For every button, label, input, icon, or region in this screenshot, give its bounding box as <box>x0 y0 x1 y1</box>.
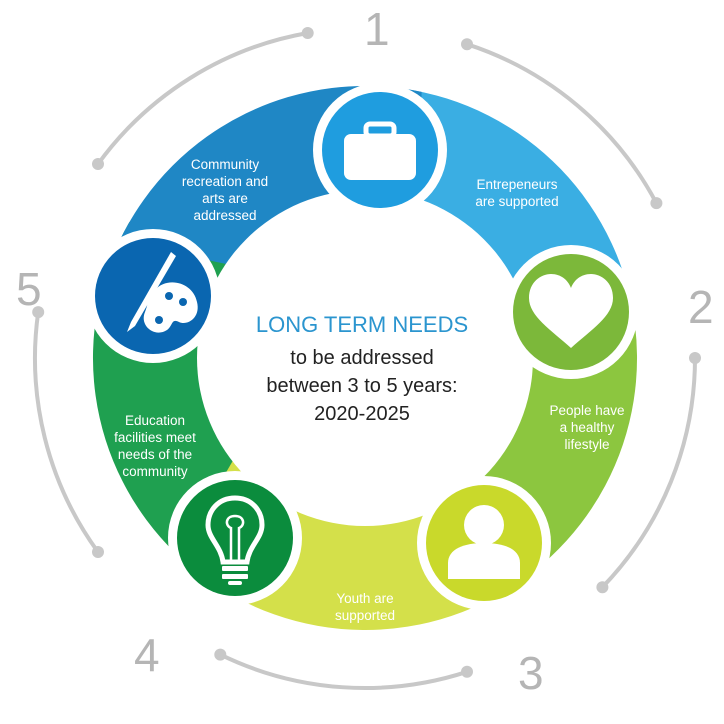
step-number-1: 1 <box>364 3 390 55</box>
person-icon <box>448 505 520 579</box>
segment-2-label-line: People have <box>549 403 625 418</box>
outer-arc-dot <box>32 306 45 319</box>
center-subtitle-line-2: between 3 to 5 years: <box>266 375 458 397</box>
segment-4-label-line: needs of the <box>117 447 193 462</box>
segment-4-label: Education facilities meet needs of the c… <box>90 412 220 480</box>
outer-arc-dot <box>461 38 473 51</box>
outer-arc-dot <box>92 158 104 170</box>
center-subtitle-line-1: to be addressed <box>290 347 434 369</box>
icon-circles <box>86 83 638 610</box>
segment-3-icon-badge <box>417 476 551 610</box>
briefcase-icon <box>344 121 416 180</box>
outer-arc-2 <box>600 356 697 590</box>
outer-arc-dot <box>596 581 609 594</box>
step-number-3: 3 <box>518 647 544 699</box>
segment-5-label-line: arts are <box>202 191 248 206</box>
icon-badge-disc <box>177 480 293 596</box>
segment-4-label-line: Education <box>124 413 186 428</box>
segment-5-label: Community recreation and arts are addres… <box>160 156 290 224</box>
segment-2-label-line: lifestyle <box>564 437 610 452</box>
segment-5-label-line: recreation and <box>181 174 269 189</box>
outer-arc-dot <box>92 546 104 558</box>
palette-icon <box>127 252 198 333</box>
center-subtitle-line-3: 2020-2025 <box>314 403 410 425</box>
segment-4-icon-badge <box>168 471 302 605</box>
segment-2-label: People have a healthy lifestyle <box>527 402 647 453</box>
outer-arc-dot <box>461 665 473 678</box>
outer-cycle-arcs <box>32 27 701 690</box>
segment-1-label: Entrepeneurs are supported <box>452 176 582 210</box>
segment-5-icon-badge <box>86 229 220 363</box>
segment-3-label: Youth are supported <box>310 590 420 624</box>
step-number-2: 2 <box>688 281 714 333</box>
outer-arc-5 <box>96 31 310 166</box>
heart-icon <box>529 274 613 348</box>
segment-5-label-line: addressed <box>193 208 257 223</box>
segment-2-icon-badge <box>504 245 638 379</box>
segment-4-label-line: community <box>122 464 188 479</box>
step-number-4: 4 <box>134 629 160 681</box>
outer-arc-3 <box>218 652 469 690</box>
outer-arc-1 <box>465 42 659 206</box>
segment-3-label-line: Youth are <box>336 591 394 606</box>
segment-1-label-line: are supported <box>475 194 559 209</box>
center-title: LONG TERM NEEDS <box>255 312 469 337</box>
segment-3-label-line: supported <box>334 608 396 623</box>
lightbulb-icon <box>205 495 265 585</box>
segment-4-label-line: facilities meet <box>114 430 196 445</box>
segment-2-label-line: a healthy <box>559 420 615 435</box>
outer-arc-4 <box>32 310 100 554</box>
center-hole <box>197 190 533 526</box>
outer-arc-dot <box>214 648 227 661</box>
outer-arc-dot <box>689 352 701 364</box>
step-number-5: 5 <box>16 263 42 315</box>
outer-arc-dot <box>301 27 314 39</box>
segment-5-label-line: Community <box>190 157 260 172</box>
segment-1-label-line: Entrepeneurs <box>476 177 558 192</box>
segment-1-icon-badge <box>313 83 447 217</box>
outer-arc-dot <box>650 197 663 210</box>
